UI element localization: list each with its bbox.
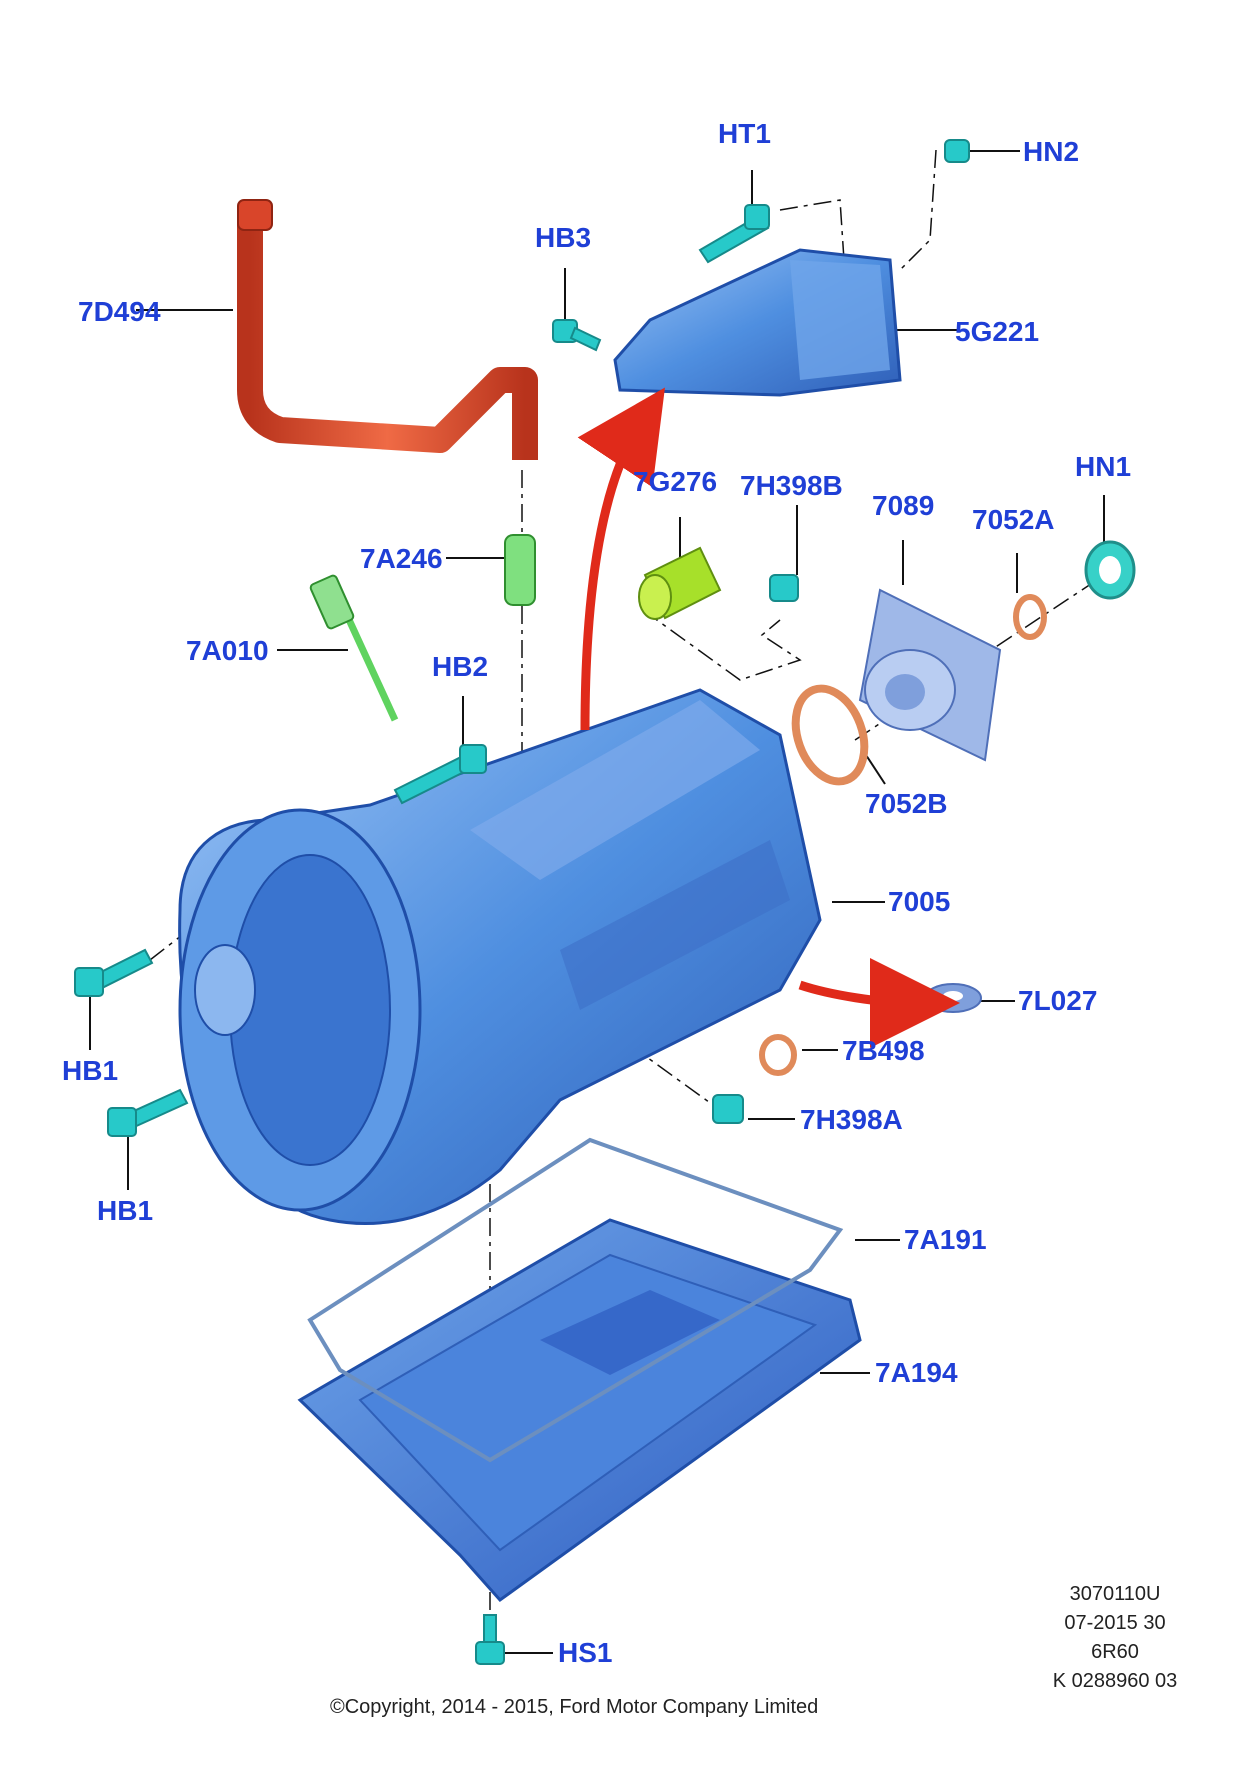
heat-shield-5G221 [613, 248, 902, 397]
callout-7A010: 7A010 [186, 635, 269, 666]
vent-7A246 [504, 534, 536, 606]
callout-7A246: 7A246 [360, 543, 443, 574]
callout-7A194: 7A194 [875, 1357, 958, 1388]
callout-HN2: HN2 [1023, 136, 1080, 167]
callout-HN1: HN1 [1075, 451, 1132, 482]
leader-lines [89, 150, 1105, 1654]
fasteners [74, 139, 970, 1665]
callout-7G276: 7G276 [633, 466, 718, 497]
info-line-1: 3070110U [1069, 1583, 1161, 1605]
callout-7D494: 7D494 [78, 296, 161, 327]
filler-tube-7D494 [237, 199, 538, 460]
callout-HB2: HB2 [432, 651, 489, 682]
callout-7005: 7005 [888, 886, 951, 917]
callout-5G221: 5G221 [955, 316, 1040, 347]
callout-7B498: 7B498 [842, 1035, 925, 1066]
oil-pan-7A194 [297, 1218, 862, 1603]
callout-7L027: 7L027 [1018, 985, 1098, 1016]
callout-HB1-lower: HB1 [97, 1195, 154, 1226]
magnet-7L027 [924, 983, 982, 1013]
seals [759, 594, 1047, 1076]
dipstick-7A010 [309, 574, 399, 722]
flange-7089 [858, 588, 1002, 762]
callout-7089: 7089 [872, 490, 935, 521]
callout-HT1: HT1 [718, 118, 771, 149]
pan-gasket-7A191 [307, 1137, 844, 1463]
callout-7A191: 7A191 [904, 1224, 987, 1255]
callout-HB3: HB3 [535, 222, 592, 253]
info-line-4: K 0288960 03 [1052, 1670, 1178, 1692]
direction-arrows [577, 387, 960, 1048]
callout-7H398A: 7H398A [800, 1104, 903, 1135]
seal-HN1 [1084, 540, 1136, 600]
transmission-housing-7005 [178, 688, 822, 1225]
info-line-2: 07-2015 30 [1064, 1612, 1166, 1634]
copyright-notice: ©Copyright, 2014 - 2015, Ford Motor Comp… [330, 1696, 819, 1718]
info-block: 3070110U 07-2015 30 6R60 K 0288960 03 [1020, 1580, 1210, 1696]
callout-HS1: HS1 [558, 1637, 613, 1668]
info-line-3: 6R60 [1091, 1641, 1139, 1663]
callout-7052B: 7052B [865, 788, 948, 819]
callout-HB1-upper: HB1 [62, 1055, 119, 1086]
callout-7H398B: 7H398B [740, 470, 843, 501]
breather-7G276 [638, 546, 722, 620]
callout-7052A: 7052A [972, 504, 1055, 535]
